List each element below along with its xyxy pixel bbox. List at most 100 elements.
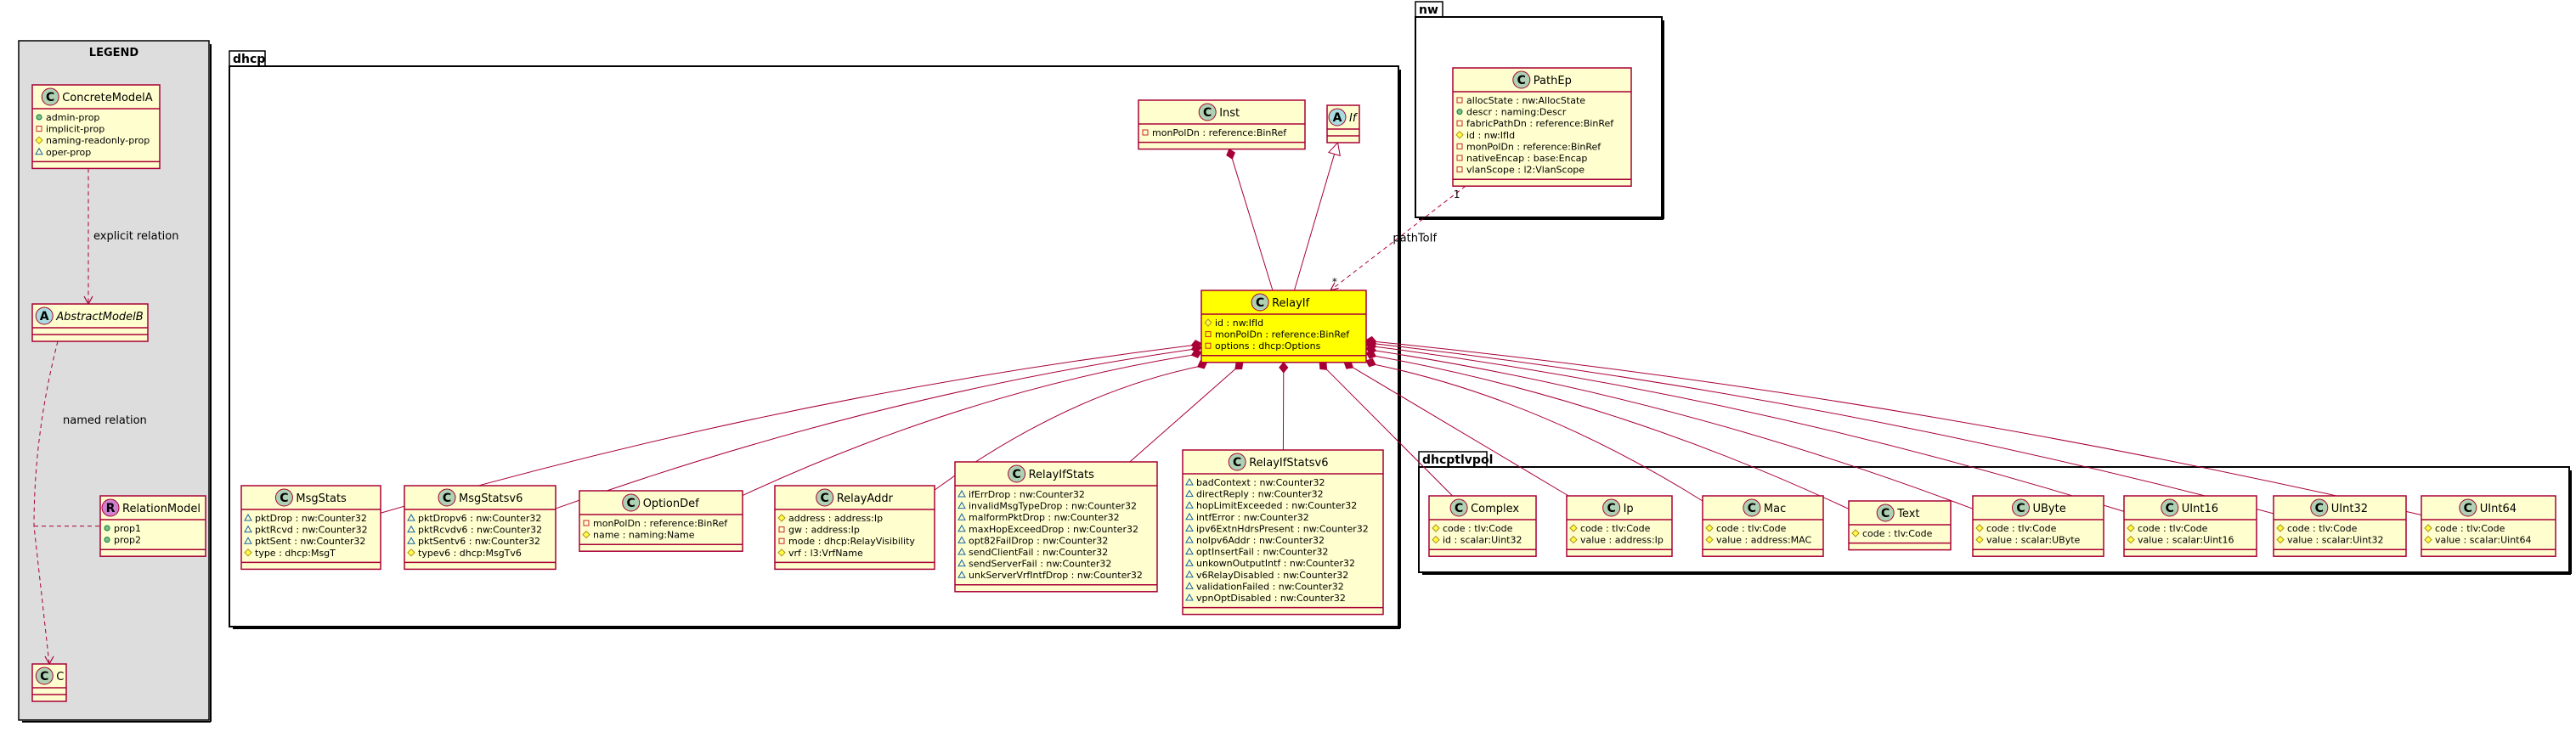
visibility-icon [1205,342,1212,349]
class-attribute: code : tlv:Code [1443,523,1513,534]
class-name: Inst [1219,107,1240,120]
class-concrete-model-a[interactable]: ConcreteModelACadmin-propimplicit-propna… [31,84,161,170]
class-box [579,490,743,552]
visibility-icon [1569,524,1578,532]
composition-line [1129,368,1236,463]
classes-layer: ConcreteModelACadmin-propimplicit-propna… [31,67,2556,702]
stereotype-letter: C [821,492,829,505]
class-attribute: monPolDn : reference:BinRef [1152,127,1287,138]
class-attribute: pktRcvdv6 : nw:Counter32 [418,525,542,536]
stereotype-icon [1449,498,1468,517]
class-name: RelayIfStatsv6 [1249,457,1328,470]
stereotype-icon [2459,498,2477,517]
visibility-icon [1456,120,1463,127]
visibility-icon [778,537,785,544]
visibility-icon [1975,535,1984,544]
class-attribute: pktDropv6 : nw:Counter32 [418,513,541,524]
class-attribute: pktRcvd : nw:Counter32 [255,525,368,536]
class-attribute: sendServerFail : nw:Counter32 [969,559,1111,570]
visibility-icon [104,537,110,543]
package-title: dhcp [233,53,265,66]
composition-diamond [1190,349,1202,358]
stereotype-letter: C [1203,106,1212,120]
class-name: RelayIfStats [1029,469,1095,481]
class-box [1702,495,1824,557]
visibility-icon [2127,524,2135,532]
stereotype-letter: C [280,492,288,505]
legend-named-relation: named relation [33,340,147,666]
class-name: UInt32 [2331,503,2368,515]
legend-title: LEGEND [89,47,139,59]
class-box [774,485,935,571]
visibility-icon [1185,501,1194,509]
class-attribute: mode : dhcp:RelayVisibility [788,536,915,547]
package-title: dhcptlvpol [1422,453,1493,467]
class-attribute: badContext : nw:Counter32 [1196,477,1325,488]
visibility-icon [2276,535,2285,544]
class-box [2123,495,2257,557]
class-attribute: value : scalar:Uint64 [2435,535,2532,546]
stereotype-icon [2310,498,2329,517]
visibility-icon [407,549,415,557]
class-attribute: oper-prop [46,147,91,158]
multiplicity-from: 1 [1454,188,1460,200]
stereotype-letter: R [106,502,116,515]
composition-line [1353,367,1569,497]
class-attribute: invalidMsgTypeDrop : nw:Counter32 [969,501,1137,512]
composition-line [1376,340,2422,515]
class-c[interactable]: CC [31,663,67,702]
composition-diamond [1226,148,1236,160]
class-attribute: naming-readonly-prop [46,135,150,146]
class-box [2421,495,2556,557]
class-name: UByte [2033,503,2066,515]
relation-relay-if-complex [1319,362,1453,497]
visibility-icon [1432,524,1440,532]
class-attribute: prop2 [114,535,141,546]
stereotype-letter: C [46,91,54,104]
stereotype-letter: A [40,310,49,323]
stereotype-icon [274,488,293,507]
class-if[interactable]: IfA [1326,104,1360,143]
visibility-icon [958,501,966,509]
stereotype-icon [438,488,456,507]
visibility-icon [2424,524,2432,532]
stereotype-icon [1251,293,1269,312]
stereotype-letter: C [2315,502,2324,515]
visibility-icon [244,537,252,544]
class-attribute: value : address:MAC [1716,535,1811,546]
relation-relay-if-uint16 [1365,340,2125,512]
visibility-icon [583,520,590,526]
class-attribute: id : scalar:Uint32 [1443,535,1522,546]
visibility-icon [1456,97,1463,104]
class-box [1428,495,1537,557]
class-attribute: code : tlv:Code [1986,523,2057,534]
composition-line [1376,355,1850,509]
visibility-icon [244,549,252,557]
visibility-icon [35,136,43,144]
class-name: Mac [1764,503,1786,515]
stereotype-icon [41,87,59,106]
class-attribute: opt82FailDrop : nw:Counter32 [969,535,1108,546]
stereotype-letter: C [1233,456,1241,470]
